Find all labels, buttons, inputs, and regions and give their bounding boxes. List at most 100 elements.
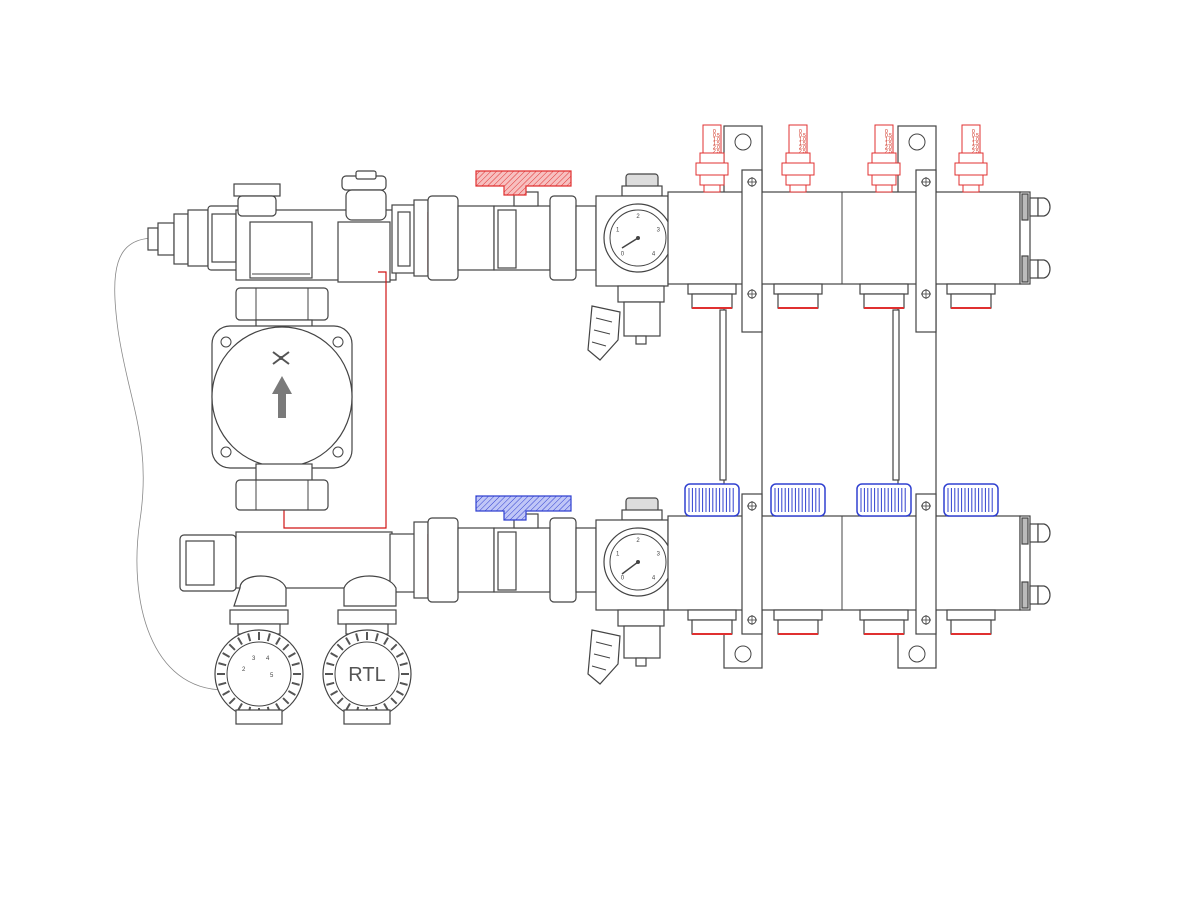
dial-tooth [287, 690, 296, 696]
circuit-outlet [859, 283, 909, 309]
thermostatic-head-rtl: RTL [322, 609, 412, 725]
dial-tooth [374, 633, 379, 642]
flowmeter-scale-label: 0.5 [885, 133, 892, 139]
circuit-outlet [946, 609, 996, 635]
dial-tooth [383, 637, 389, 646]
circuit-outlet [773, 609, 823, 635]
gauge-number: 2 [636, 214, 640, 220]
temperature-sensor [147, 209, 209, 267]
dial-number-5: 5 [270, 673, 274, 679]
circulation-pump [211, 287, 353, 511]
bracket-screw-icon [747, 501, 757, 511]
dial-tooth [390, 643, 398, 651]
dial-tooth [330, 652, 339, 658]
dial-tooth [399, 662, 408, 667]
dial-tooth [275, 637, 281, 646]
flowmeter-scale-label: 2.5 [713, 149, 720, 155]
dial-tooth [326, 681, 335, 686]
circuit-outlet [859, 609, 909, 635]
flowmeter-scale-label: 2.5 [799, 149, 806, 155]
dial-tooth [336, 697, 344, 705]
dial-tooth [266, 633, 271, 642]
dial-tooth [282, 697, 290, 705]
flowmeter-scale-label: 1.0 [885, 137, 892, 143]
gauge-number: 3 [657, 552, 661, 558]
dial-number-4: 4 [266, 656, 270, 662]
thermostatic-head-left: 2 3 4 5 [214, 609, 304, 725]
circuit-outlet [687, 283, 737, 309]
supply-ball-valve [413, 191, 597, 281]
flowmeter-scale-label: 2.0 [713, 145, 720, 151]
supply-drain-cock[interactable] [587, 305, 621, 361]
flowmeter-scale-label: 0 [713, 129, 716, 135]
bracket-screw-icon [747, 289, 757, 299]
gauge-scale: 0 1 2 3 4 [616, 214, 661, 258]
rtl-label: RTL [348, 664, 385, 686]
connecting-rods [719, 309, 900, 481]
dial-tooth [228, 643, 236, 651]
return-valve-cap[interactable] [856, 483, 912, 517]
return-manifold-bar [667, 493, 1031, 635]
dial-tooth [345, 637, 351, 646]
dial-tooth [222, 690, 231, 696]
gauge-number: 4 [652, 252, 656, 258]
flowmeter-scale-label: 0.5 [713, 133, 720, 139]
return-valve-cap[interactable] [684, 483, 740, 517]
flowmeter-scale-label: 2.0 [799, 145, 806, 151]
dial-tooth [395, 690, 404, 696]
flow-arrow-icon [272, 376, 292, 418]
return-drain-cock[interactable] [587, 629, 621, 685]
dial-tooth [336, 643, 344, 651]
flowmeter[interactable]: 00.51.01.52.02.5 [695, 124, 729, 193]
return-valve-cap[interactable] [943, 483, 999, 517]
dial-tooth [287, 652, 296, 658]
return-end-air-vent[interactable] [1029, 523, 1051, 605]
flowmeter-scale-label: 2.0 [885, 145, 892, 151]
dial-tooth [399, 681, 408, 686]
upper-mixing-block [207, 170, 417, 283]
bracket-screw-icon [921, 501, 931, 511]
flowmeter[interactable]: 00.51.01.52.02.5 [867, 124, 901, 193]
dial-tooth [247, 633, 252, 642]
gauge-number: 0 [621, 252, 625, 258]
flowmeter-scale-label: 2.5 [972, 149, 979, 155]
pump-logo-icon [272, 351, 290, 365]
dial-tooth [355, 633, 360, 642]
flowmeter-scale-label: 0 [799, 129, 802, 135]
flowmeter-scale-label: 1.5 [885, 141, 892, 147]
flowmeter-scale-label: 1.5 [713, 141, 720, 147]
bracket-screw-icon [921, 289, 931, 299]
lower-return-block [179, 531, 417, 607]
bracket-screw-icon [747, 615, 757, 625]
gauge-number: 3 [657, 228, 661, 234]
dial-tooth [282, 643, 290, 651]
return-valve-handle[interactable] [475, 495, 572, 521]
flowmeter[interactable]: 00.51.01.52.02.5 [781, 124, 815, 193]
supply-valve-handle[interactable] [475, 170, 572, 196]
dial-tooth [237, 637, 243, 646]
dial-tooth [330, 690, 339, 696]
supply-manifold-bar [667, 169, 1031, 333]
flowmeter-scale-label: 1.0 [972, 137, 979, 143]
dial-tooth [222, 652, 231, 658]
dial-tooth [383, 702, 389, 711]
return-ball-valve [413, 513, 597, 603]
flowmeter-scale-label: 0 [885, 129, 888, 135]
sensor-cable [114, 237, 226, 691]
gauge-number: 1 [616, 228, 620, 234]
dial-tooth [275, 702, 281, 711]
flowmeter-scale-label: 2.5 [885, 149, 892, 155]
gauge-number: 0 [621, 576, 625, 582]
dial-tooth [345, 702, 351, 711]
return-valve-cap[interactable] [770, 483, 826, 517]
flowmeter[interactable]: 00.51.01.52.02.5 [954, 124, 988, 193]
flowmeter-scale-label: 1.0 [799, 137, 806, 143]
supply-end-air-vent[interactable] [1029, 197, 1051, 279]
bracket-screw-icon [921, 177, 931, 187]
flowmeter-scale-label: 0.5 [972, 133, 979, 139]
dial-tooth [228, 697, 236, 705]
flowmeter-scale-label: 0 [972, 129, 975, 135]
return-pressure-gauge [595, 497, 673, 667]
